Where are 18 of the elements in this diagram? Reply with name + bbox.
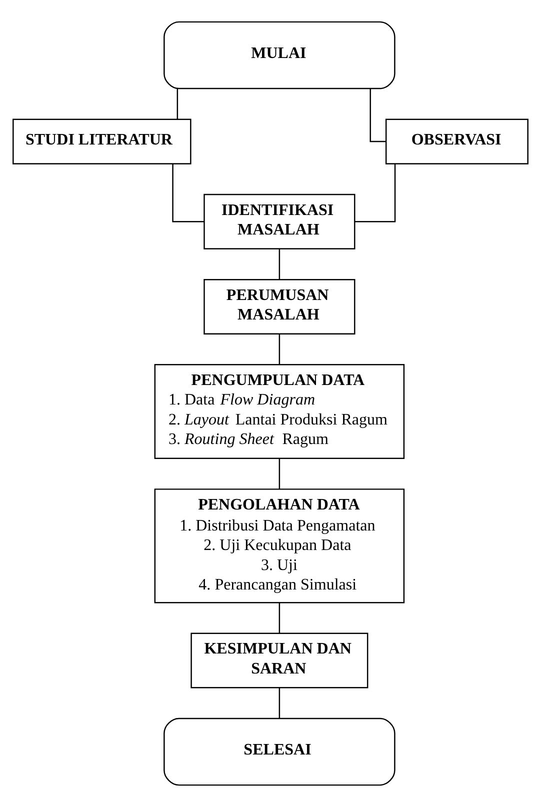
node-box: SELESAI (164, 718, 396, 786)
connector (278, 602, 280, 634)
node-box: OBSERVASI (385, 118, 528, 164)
connector (278, 249, 280, 280)
node-box: MULAI (164, 21, 396, 90)
connector (172, 164, 204, 222)
node-box: KESIMPULAN DAN SARAN (190, 632, 368, 688)
node-box: PERUMUSAN MASALAH (204, 278, 356, 334)
connector (278, 688, 280, 718)
node-box: PENGOLAHAN DATA 1. Distribusi Data Pengamatan 2. Uji Kecukupan Data 3. Uji 4. Perancangan Simulasi (154, 488, 405, 604)
node-box: IDENTIFIKASI MASALAH (204, 194, 356, 250)
connector (370, 88, 386, 142)
connector (176, 88, 178, 120)
connector (354, 164, 396, 222)
node-box: PENGUMPULAN DATA 1. Data Flow Diagram 2. Layout Lantai Produksi Ragum 3. Routing Sheet Ragum (154, 364, 405, 459)
connector (278, 334, 280, 364)
node-box: STUDI LITERATUR (12, 118, 192, 164)
connector (278, 458, 280, 489)
